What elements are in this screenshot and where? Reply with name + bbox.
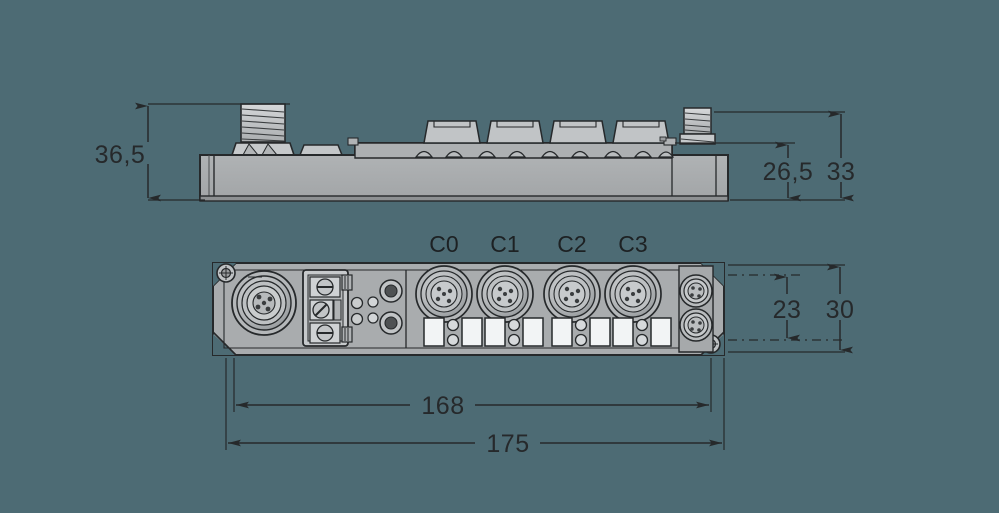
side-left-tab — [347, 137, 359, 146]
channel-led-c1-a — [507, 318, 521, 332]
bus-connector-m8-lower — [679, 308, 713, 342]
terminal-screw-2[interactable] — [309, 299, 342, 321]
status-led-1 — [350, 296, 364, 310]
label-field-c2-a — [551, 317, 573, 347]
channel-label-c2: C2 — [557, 231, 586, 257]
side-elevation-view — [199, 103, 729, 202]
dimension-label-33: 33 — [827, 158, 856, 186]
indicator-led-b — [367, 312, 379, 324]
status-led-2 — [350, 312, 364, 326]
side-m12-connector — [230, 103, 296, 156]
label-field-c2-b — [589, 317, 611, 347]
front-face-view: C0 C1 — [212, 231, 725, 356]
connector-pins — [255, 294, 273, 312]
channel-label-c1: C1 — [490, 231, 519, 257]
dimension-label-26-5: 26,5 — [763, 158, 814, 186]
label-field-c1-b — [522, 317, 544, 347]
channel-led-c0-b — [446, 333, 460, 347]
side-small-boss — [298, 144, 344, 156]
label-field-c3-b — [650, 317, 672, 347]
channel-led-c1-b — [507, 333, 521, 347]
channel-group-c3: C3 — [604, 231, 672, 347]
service-port-lower — [379, 311, 403, 335]
dimension-label-30: 30 — [826, 296, 855, 324]
channel-led-c2-a — [574, 318, 588, 332]
label-field-c3-a — [612, 317, 634, 347]
dimension-label-168: 168 — [421, 392, 464, 420]
channel-led-c2-b — [574, 333, 588, 347]
channel-label-c0: C0 — [429, 231, 458, 257]
side-connector-blocks — [423, 120, 670, 144]
side-led-arcs — [414, 150, 675, 158]
label-field-c0-b — [461, 317, 483, 347]
power-connector-m12 — [231, 270, 297, 336]
front-view-dimensions: 23 30 168 175 — [225, 263, 855, 458]
terminal-block — [302, 269, 364, 347]
channel-led-c0-a — [446, 318, 460, 332]
label-field-c0-a — [423, 317, 445, 347]
bus-connector-section — [678, 265, 714, 353]
channel-group-c1: C1 — [476, 231, 544, 347]
thread-lines-small — [684, 112, 711, 133]
dimension-label-175: 175 — [486, 430, 529, 458]
label-field-c1-a — [484, 317, 506, 347]
bus-connector-m8-upper — [679, 274, 713, 308]
side-view-dimensions: 36,5 26,5 33 — [95, 102, 856, 202]
terminal-screw-3[interactable] — [309, 322, 341, 344]
side-body-outline — [199, 142, 729, 202]
terminal-screw-1[interactable] — [309, 276, 341, 298]
side-right-tab — [663, 137, 677, 146]
channel-led-c3-a — [635, 318, 649, 332]
thread-lines — [241, 108, 285, 142]
indicator-led-a — [367, 296, 379, 308]
dimension-label-36-5: 36,5 — [95, 141, 146, 169]
channel-led-c3-b — [635, 333, 649, 347]
side-m8-connector — [679, 107, 716, 145]
service-port-upper — [379, 279, 403, 303]
channel-group-c0: C0 — [415, 231, 483, 347]
channel-group-c2: C2 — [543, 231, 611, 347]
dimension-label-23: 23 — [773, 296, 802, 324]
channel-label-c3: C3 — [618, 231, 647, 257]
mounting-hole-left — [216, 263, 236, 283]
